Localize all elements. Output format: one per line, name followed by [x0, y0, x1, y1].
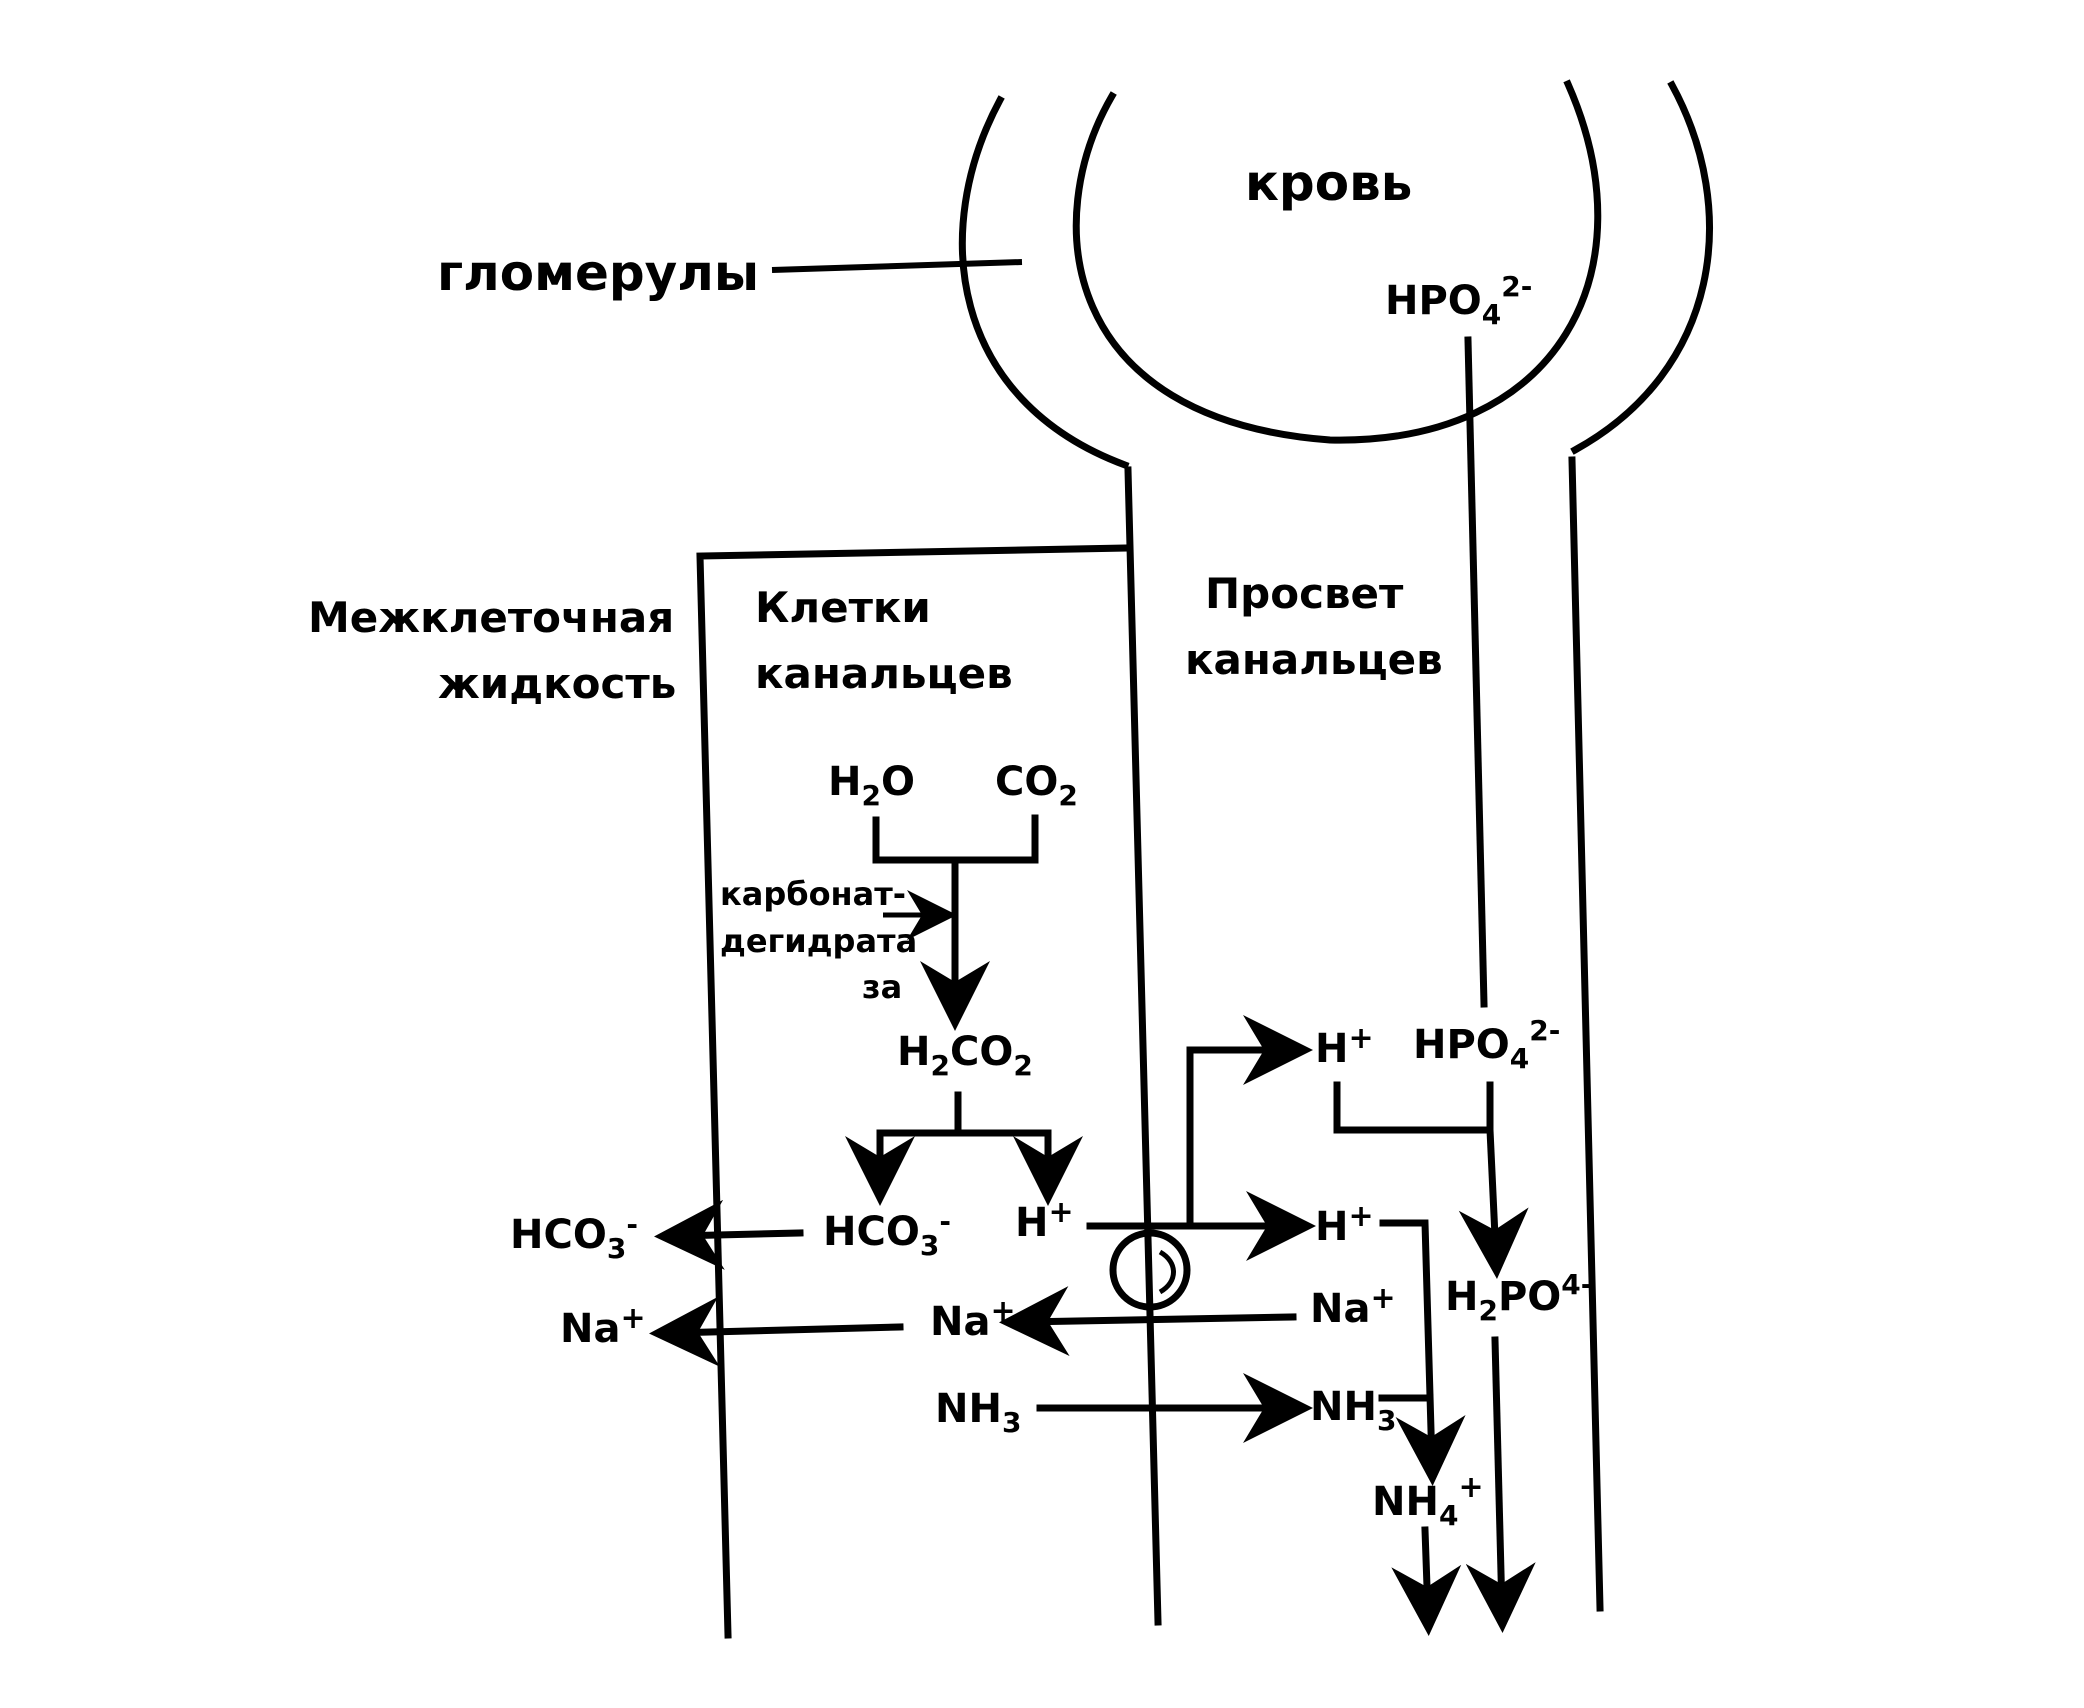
arrow-na-lumen-to-cell: [999, 1286, 1297, 1357]
tubule-lumen-label-2: канальцев: [1185, 635, 1443, 684]
nh3-lumen: NH3: [1310, 1384, 1396, 1437]
enzyme-label-2: дегидрата: [720, 922, 917, 960]
blood-label: кровь: [1245, 154, 1412, 212]
antiporter-inner-arc: [1158, 1249, 1176, 1295]
h-ion-lumen-mid: H+: [1315, 1199, 1374, 1250]
bowman-capsule-outer-right: [1570, 80, 1713, 455]
cell-apical-membrane: [1124, 466, 1162, 1626]
na-h-antiporter: [1109, 1229, 1191, 1311]
h-ion-lumen-top: H+: [1315, 1021, 1374, 1072]
hco3-interstitial: HCO3-: [510, 1208, 638, 1265]
h-hpo4-bracket: [1333, 1081, 1494, 1134]
nh4-lumen: NH4+: [1372, 1470, 1484, 1532]
enzyme-label-1: карбонат-: [720, 875, 906, 913]
na-lumen: Na+: [1310, 1281, 1396, 1332]
h2co2: H2CO2: [897, 1029, 1033, 1082]
arrow-nh4-outflow: [1391, 1526, 1462, 1636]
tubule-lumen-label-1: Просвет: [1205, 569, 1404, 618]
hpo4-blood: HPO42-: [1385, 270, 1532, 331]
h2o: H2O: [828, 759, 915, 812]
enzyme-label-3: за: [862, 968, 902, 1006]
arrow-na-cell-to-interstitial: [649, 1296, 904, 1367]
hpo4-lumen: HPO42-: [1413, 1014, 1560, 1075]
h-to-nh4-line: [1379, 1219, 1466, 1486]
hpo4-filtration-line: [1464, 336, 1488, 1008]
arrow-h-to-lumen-top: [1186, 1015, 1313, 1230]
tubule-walls: [696, 456, 1604, 1639]
pathways: [649, 336, 1536, 1636]
cell-basolateral-membrane: [696, 544, 1132, 1639]
glomeruli-label: гломерулы: [437, 244, 759, 302]
bowman-capsule-outer-left: [958, 95, 1130, 470]
nh3-cell: NH3: [935, 1386, 1021, 1439]
glomerular-capillary-loop: [1072, 79, 1602, 444]
lumen-outer-wall: [1568, 456, 1604, 1612]
tubule-cells-label-1: Клетки: [755, 583, 931, 632]
interstitial-label-1: Межклеточная: [308, 593, 674, 642]
h2po4-lumen: H2PO4-: [1445, 1268, 1592, 1327]
glomeruli-leader-line: [771, 259, 1023, 273]
h-ion-cell: H+: [1015, 1195, 1074, 1246]
co2: CO2: [995, 759, 1078, 812]
na-cell: Na+: [930, 1294, 1016, 1345]
region-labels: кровь гломерулы Межклеточная жидкость Кл…: [308, 154, 1443, 1006]
hco3-cell: HCO3-: [823, 1205, 951, 1262]
glomerulus-structure: [958, 79, 1713, 470]
arrow-hco3-to-interstitial: [654, 1199, 804, 1270]
na-interstitial: Na+: [560, 1301, 646, 1352]
h2o-co2-bracket: [872, 814, 1039, 864]
arrow-to-h2po4: [1458, 1126, 1529, 1279]
tubule-cells-label-2: канальцев: [755, 649, 1013, 698]
chemical-species: HPO42- H2O CO2 H2CO2 HCO3- HCO3- H+ H+ H…: [510, 270, 1592, 1532]
interstitial-label-2: жидкость: [438, 659, 676, 708]
arrow-h2po4-outflow: [1465, 1336, 1536, 1633]
